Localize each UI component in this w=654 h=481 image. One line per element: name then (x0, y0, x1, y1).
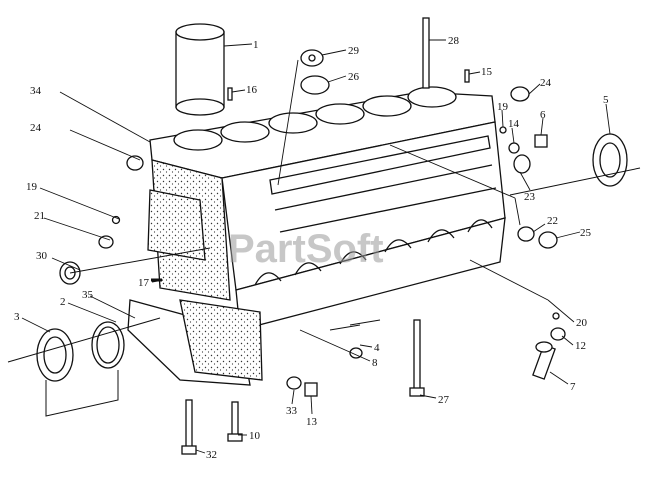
thrust-ring (91, 321, 125, 369)
callout-label: 23 (524, 191, 536, 203)
washer-33 (286, 376, 302, 390)
main-bearing-shell (36, 328, 74, 382)
rear-oil-seal (592, 133, 628, 187)
callout-label: 15 (481, 66, 493, 78)
cap-26 (300, 75, 330, 95)
bolt-27 (409, 319, 425, 397)
washer-14 (508, 142, 520, 154)
nut-21 (98, 235, 114, 249)
plug-6 (534, 134, 548, 148)
callout-label: 24 (30, 122, 42, 134)
callout-label: 7 (570, 381, 576, 393)
callout-label: 33 (286, 405, 298, 417)
callout-label: 22 (547, 215, 558, 227)
callout-label: 5 (603, 94, 609, 106)
plug-29 (300, 49, 324, 67)
callout-label: 8 (372, 357, 378, 369)
cylinder-bores (173, 86, 457, 151)
callout-label: 26 (348, 71, 360, 83)
callout-label: 28 (448, 35, 460, 47)
callout-label: 17 (138, 277, 150, 289)
nut-4 (349, 347, 363, 359)
plug-23 (513, 154, 531, 174)
callout-label: 4 (374, 342, 380, 354)
bolt-7 (532, 341, 556, 380)
callout-label: 25 (580, 227, 592, 239)
callout-label: 21 (34, 210, 45, 222)
bolt-32 (181, 399, 197, 455)
callout-label: 6 (540, 109, 546, 121)
cup-22 (517, 226, 535, 242)
callout-label: 32 (206, 449, 217, 461)
callout-label: 12 (575, 340, 586, 352)
crank-axis-right (509, 167, 641, 196)
cup-25 (538, 231, 558, 249)
callout-label: 20 (576, 317, 588, 329)
callout-label: 24 (540, 77, 552, 89)
crank-axis-left (7, 317, 161, 363)
watermark: PartSoft (228, 227, 384, 271)
cylinder-liner (175, 23, 225, 116)
callout-label: 35 (82, 289, 94, 301)
callout-label: 13 (306, 416, 318, 428)
pin-15 (464, 69, 470, 83)
cam-axis (69, 247, 211, 274)
callout-label: 19 (497, 101, 509, 113)
bracket-3-2 (45, 370, 119, 417)
callout-label: 27 (438, 394, 450, 406)
dot-19-right (499, 126, 507, 134)
plug-24-right (510, 86, 530, 102)
callout-label: 10 (249, 430, 261, 442)
callout-label: 19 (26, 181, 38, 193)
washer-12 (550, 327, 566, 341)
plug-13 (304, 382, 318, 397)
pin-16 (227, 87, 233, 101)
stud-28 (422, 17, 430, 89)
callout-label: 30 (36, 250, 48, 262)
callout-label: 2 (60, 296, 66, 308)
callout-label: 3 (14, 311, 20, 323)
callout-label: 16 (246, 84, 258, 96)
parts (7, 17, 641, 455)
callout-label: 14 (508, 118, 520, 130)
ring-20 (552, 312, 560, 320)
leader-lines (21, 39, 611, 454)
callout-labels: 1 2 3 4 5 6 7 8 10 12 13 14 15 16 17 19 … (14, 35, 609, 461)
callout-label: 34 (30, 85, 42, 97)
callout-label: 1 (253, 39, 259, 51)
bolt-10 (227, 401, 243, 442)
callout-label: 29 (348, 45, 360, 57)
